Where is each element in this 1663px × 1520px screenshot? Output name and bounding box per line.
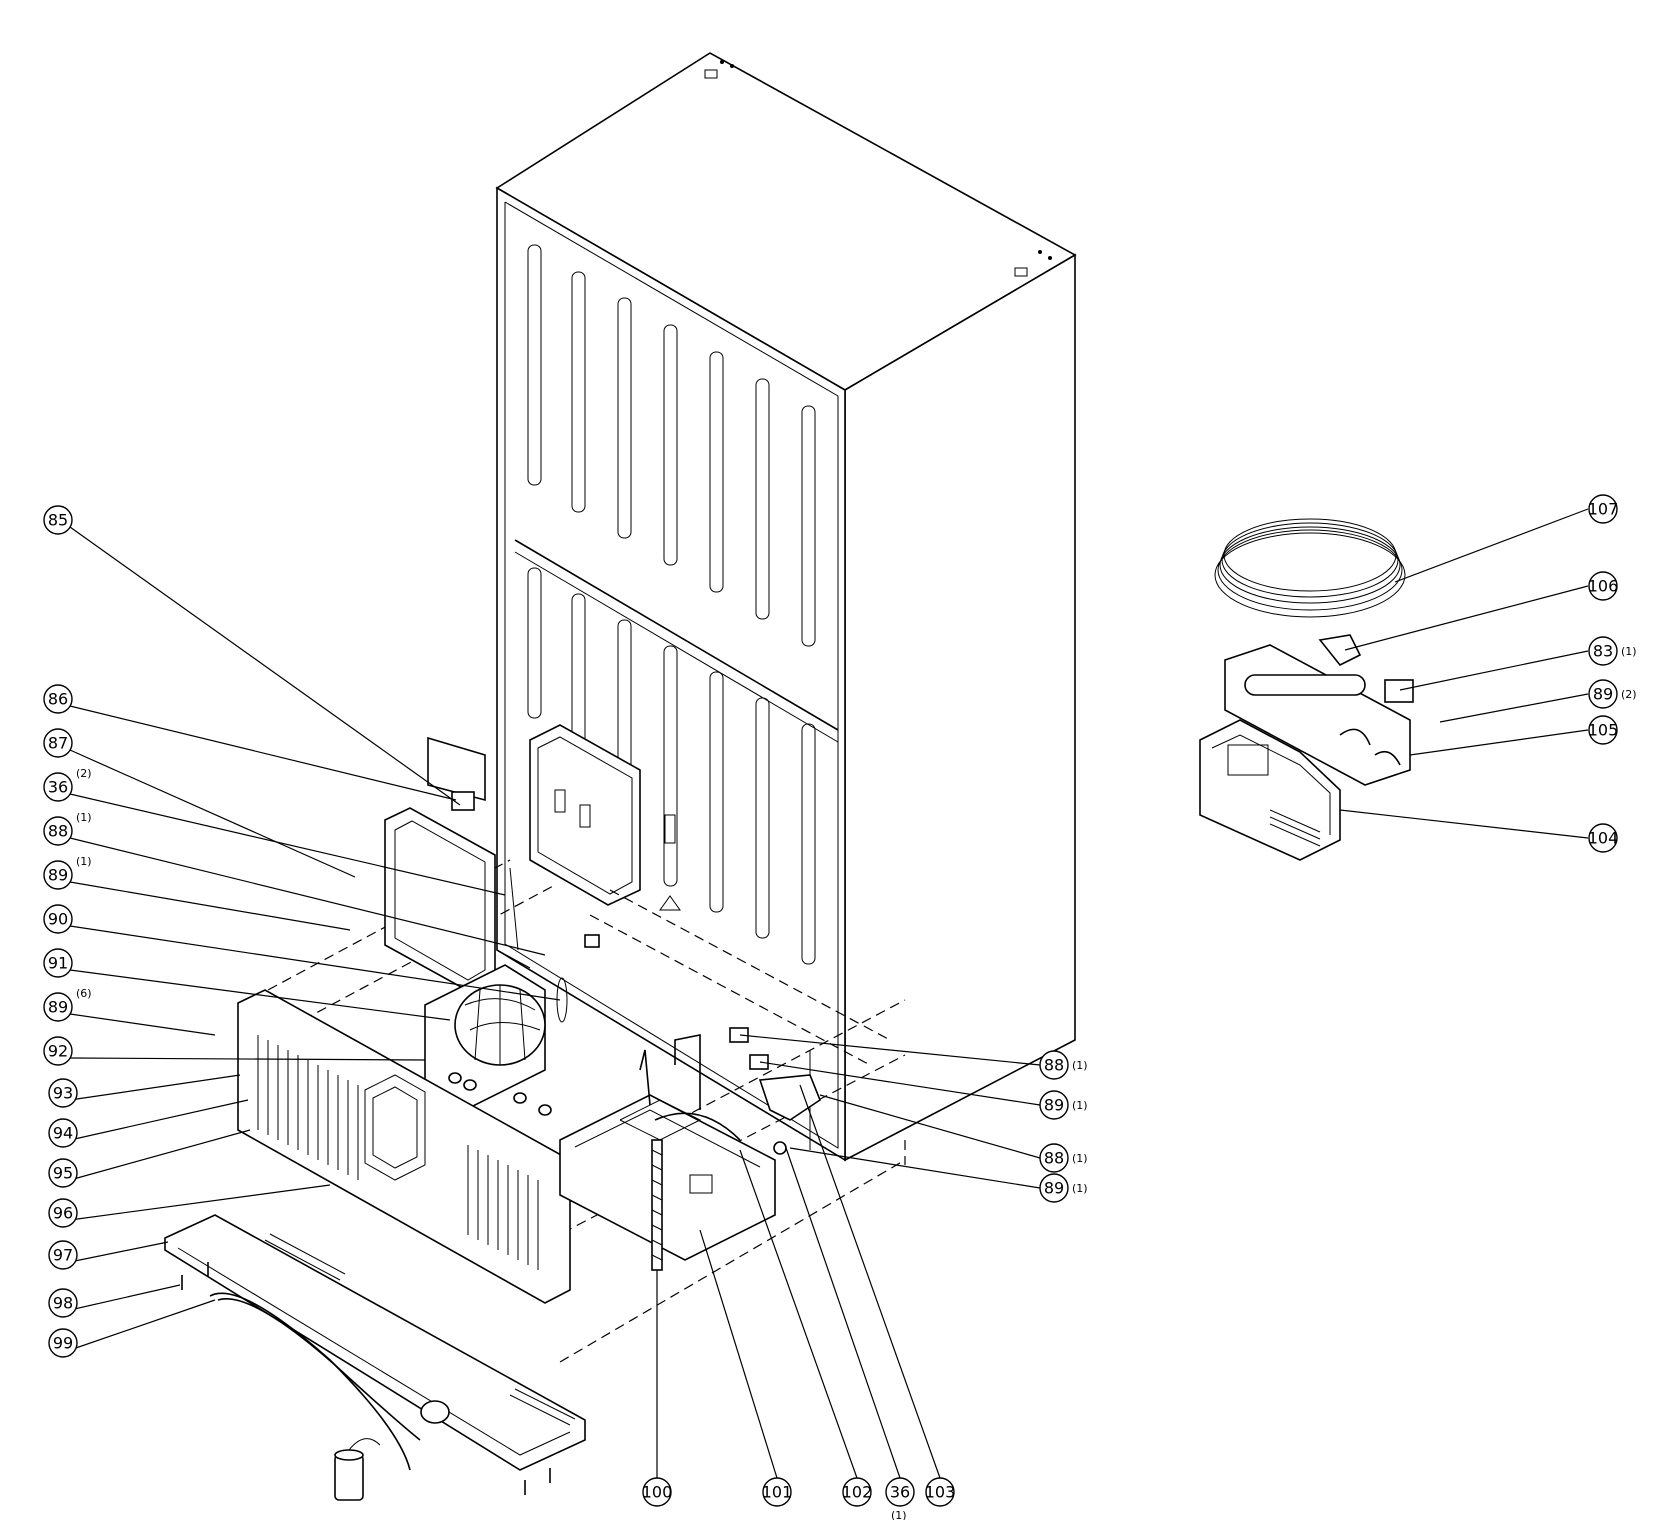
callout-89-d-qty: (1) <box>1072 1182 1088 1195</box>
callout-106-label: 106 <box>1588 577 1619 596</box>
callout-87: 87 <box>43 728 73 758</box>
callout-98-label: 98 <box>53 1294 73 1313</box>
callout-89-e: 89 (2) <box>1588 679 1637 709</box>
callout-89-a-label: 89 <box>48 866 68 885</box>
callout-93-label: 93 <box>53 1084 73 1103</box>
lower-components <box>164 736 821 1501</box>
callout-102-label: 102 <box>842 1483 873 1502</box>
callout-88-a-qty: (1) <box>76 811 92 824</box>
callout-91: 91 <box>43 948 73 978</box>
refrigerator-cabinet <box>495 52 1077 1162</box>
callout-89-d: 89 (1) <box>1039 1173 1088 1203</box>
callout-105: 105 <box>1588 715 1619 745</box>
callout-89-e-qty: (2) <box>1621 688 1637 701</box>
callout-101-label: 101 <box>762 1483 793 1502</box>
callout-36-b-qty: (1) <box>891 1509 907 1520</box>
callout-91-label: 91 <box>48 954 68 973</box>
callout-87-label: 87 <box>48 734 68 753</box>
callout-103: 103 <box>925 1477 956 1507</box>
callout-90-label: 90 <box>48 910 68 929</box>
callout-36-a: 36 (2) <box>43 767 92 802</box>
ice-maker-group <box>1199 518 1414 861</box>
callout-88-b-qty: (1) <box>1072 1059 1088 1072</box>
callout-92-label: 92 <box>48 1042 68 1061</box>
callout-99: 99 <box>48 1328 78 1358</box>
callout-89-c: 89 (1) <box>1039 1090 1088 1120</box>
callout-96-label: 96 <box>53 1204 73 1223</box>
callout-100: 100 <box>642 1477 673 1507</box>
callout-36-b-label: 36 <box>890 1483 910 1502</box>
callout-93: 93 <box>48 1078 78 1108</box>
callout-104: 104 <box>1588 823 1619 853</box>
callout-99-label: 99 <box>53 1334 73 1353</box>
callout-105-label: 105 <box>1588 721 1619 740</box>
callout-103-label: 103 <box>925 1483 956 1502</box>
callout-106: 106 <box>1588 571 1619 601</box>
callout-83-label: 83 <box>1593 642 1613 661</box>
callout-96: 96 <box>48 1198 78 1228</box>
callout-94: 94 <box>48 1118 78 1148</box>
callout-89-c-qty: (1) <box>1072 1099 1088 1112</box>
callout-94-label: 94 <box>53 1124 73 1143</box>
callout-89-b: 89 (6) <box>43 987 92 1022</box>
callout-89-b-label: 89 <box>48 998 68 1017</box>
callout-85-label: 85 <box>48 511 68 530</box>
callout-90: 90 <box>43 904 73 934</box>
callout-88-c-label: 88 <box>1044 1149 1064 1168</box>
callout-89-c-label: 89 <box>1044 1096 1064 1115</box>
callout-36-b: 36 (1) <box>885 1477 915 1520</box>
callout-95-label: 95 <box>53 1164 73 1183</box>
callout-97-label: 97 <box>53 1246 73 1265</box>
callout-36-a-label: 36 <box>48 778 68 797</box>
callout-89-d-label: 89 <box>1044 1179 1064 1198</box>
callout-97: 97 <box>48 1240 78 1270</box>
callout-98: 98 <box>48 1288 78 1318</box>
callout-36-a-qty: (2) <box>76 767 92 780</box>
callout-88-c-qty: (1) <box>1072 1152 1088 1165</box>
callout-102: 102 <box>842 1477 873 1507</box>
callout-88-b: 88 (1) <box>1039 1050 1088 1080</box>
callout-88-b-label: 88 <box>1044 1056 1064 1075</box>
callout-83: 83 (1) <box>1588 636 1637 666</box>
callout-101: 101 <box>762 1477 793 1507</box>
callout-85: 85 <box>43 505 73 535</box>
callout-88-a-label: 88 <box>48 822 68 841</box>
callout-100-label: 100 <box>642 1483 673 1502</box>
callout-107: 107 <box>1588 494 1619 524</box>
callout-89-a: 89 (1) <box>43 855 92 890</box>
callout-107-label: 107 <box>1588 500 1619 519</box>
callout-86-label: 86 <box>48 690 68 709</box>
callout-104-label: 104 <box>1588 829 1619 848</box>
callout-89-a-qty: (1) <box>76 855 92 868</box>
callout-88-a: 88 (1) <box>43 811 92 846</box>
callout-95: 95 <box>48 1158 78 1188</box>
leader-lines <box>69 508 1589 1479</box>
callout-83-qty: (1) <box>1621 645 1637 658</box>
callout-86: 86 <box>43 684 73 714</box>
callout-89-b-qty: (6) <box>76 987 92 1000</box>
callout-88-c: 88 (1) <box>1039 1143 1088 1173</box>
callout-89-e-label: 89 <box>1593 685 1613 704</box>
callout-92: 92 <box>43 1036 73 1066</box>
